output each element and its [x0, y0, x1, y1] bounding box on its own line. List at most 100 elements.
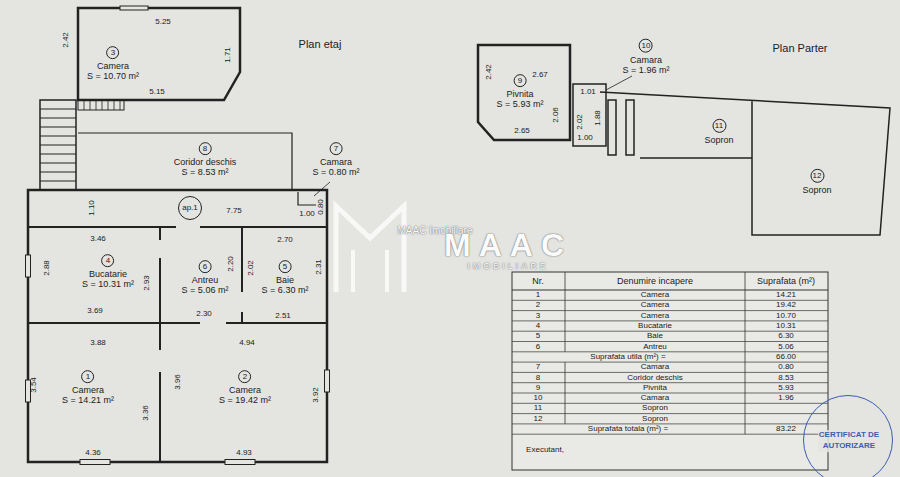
table-cell: 6: [536, 343, 540, 351]
room-number: 8: [203, 145, 207, 153]
dimension-label: 2.88: [43, 260, 51, 276]
table-cell: 10.70: [776, 312, 796, 320]
watermark: IMOBILIARE: [467, 262, 549, 271]
room-name: Baie: [276, 275, 294, 285]
table-line: [745, 272, 746, 434]
room-name: Camara: [320, 157, 352, 167]
table-cell: 8.53: [778, 374, 794, 382]
table-cell: 66.00: [776, 353, 796, 361]
room-name: Sopron: [704, 135, 733, 145]
number-slot: 11: [712, 119, 726, 135]
table-cell: Camera: [641, 312, 669, 320]
table-cell: 1.96: [778, 394, 794, 402]
dimension-label: 7.75: [226, 207, 242, 215]
table-cell: 5.93: [778, 384, 794, 392]
room-number-circle: 4: [102, 254, 115, 267]
table-cell: Sopron: [642, 415, 668, 423]
number-slot: 1: [82, 370, 95, 385]
room-label-group: 2CameraS = 19.42 m²: [219, 370, 271, 406]
window: [325, 370, 330, 392]
room-label-group: 4BucatarieS = 10.31 m²: [82, 254, 134, 290]
wall: [28, 322, 327, 324]
room-number-circle: 1: [82, 370, 95, 383]
wall: [78, 8, 240, 100]
table-cell: Camara: [641, 394, 669, 402]
room-number-circle: 8: [199, 142, 212, 155]
room-area: S = 19.42 m²: [219, 396, 271, 406]
room-area: S = 5.93 m²: [497, 100, 544, 110]
table-cell: Suprafata utila (m²) =: [590, 353, 665, 361]
room-name: Pivnita: [506, 89, 533, 99]
room-number-circle: 9: [514, 74, 527, 87]
dimension-label: 0.80: [317, 199, 325, 215]
table-line: [512, 403, 828, 404]
room-name: Antreu: [192, 275, 219, 285]
room-area: S = 8.53 m²: [182, 168, 229, 178]
table-cell: 5: [536, 332, 540, 340]
room-area: S = 0.80 m²: [313, 168, 360, 178]
room-name: Coridor deschis: [174, 157, 237, 167]
watermark: MAAC: [444, 229, 572, 261]
room-number-circle: 3: [107, 46, 120, 59]
table-cell: Camara: [641, 363, 669, 371]
table-frame: [512, 272, 828, 470]
room-number: 5: [283, 263, 287, 271]
table-cell: 4: [536, 322, 540, 330]
dimension-label: 2.70: [277, 236, 293, 244]
dimension-label: 1.71: [224, 47, 232, 63]
room-area: S = 6.30 m²: [262, 286, 309, 296]
room-number: 11: [715, 122, 723, 130]
table-cell: 5.06: [778, 343, 794, 351]
table-cell: 11: [534, 404, 542, 412]
table-cell: 9: [536, 384, 540, 392]
room-name: Camara: [630, 55, 662, 65]
wall: [28, 190, 327, 462]
room-number: 3: [111, 49, 115, 57]
room-number: 7: [334, 145, 338, 153]
room-area: S = 10.31 m²: [82, 280, 134, 290]
table-cell: Bucatarie: [638, 322, 672, 330]
pantry-wall: [298, 192, 316, 205]
room-number: 12: [813, 172, 822, 180]
dimension-label: 5.15: [149, 88, 165, 96]
table-cell: 19.42: [776, 301, 796, 309]
room: 11Sopron: [615, 100, 752, 158]
table-cell: 2: [536, 301, 540, 309]
area-table: [512, 272, 828, 470]
room-number-circle: 5: [279, 260, 292, 273]
dimension-label: 2.02: [576, 114, 584, 130]
dimension-label: 2.31: [315, 259, 323, 275]
dimension-label: 3.88: [90, 339, 106, 347]
certificate-stamp: CERTIFICAT DE AUTORIZARE: [803, 395, 893, 477]
window: [120, 6, 148, 10]
table-line: [565, 362, 566, 424]
window: [80, 460, 110, 465]
number-slot: 4: [102, 254, 115, 269]
room-name: Camera: [97, 61, 129, 71]
watermark-logo: [353, 250, 387, 292]
table-cell: 14.21: [776, 291, 796, 299]
room-number-circle: 7: [330, 142, 343, 155]
dimension-label: 4.36: [85, 449, 101, 457]
table-cell: Denumire incapere: [617, 277, 693, 286]
apartment-label: ap.1: [182, 203, 198, 212]
room-label-group: 12Sopron: [802, 169, 831, 195]
dimension-label: 2.30: [196, 310, 212, 318]
number-slot: 6: [199, 260, 212, 275]
table-cell: 3: [536, 312, 540, 320]
window: [225, 460, 255, 465]
table-cell: Nr.: [532, 277, 544, 286]
wall: [159, 227, 161, 462]
room-number-circle: 6: [199, 260, 212, 273]
dimension-label: 1.88: [594, 110, 602, 126]
wall: [28, 226, 327, 228]
table-cell: Camera: [641, 291, 669, 299]
room-label: 10CamaraS = 1.96 m²: [623, 39, 670, 76]
stair-steps: [84, 100, 120, 110]
room-name: Bucatarie: [89, 269, 127, 279]
table-cell: 8: [536, 374, 540, 382]
number-slot: 10: [639, 39, 653, 55]
number-slot: 7: [330, 142, 343, 157]
room-name: Camera: [229, 385, 261, 395]
